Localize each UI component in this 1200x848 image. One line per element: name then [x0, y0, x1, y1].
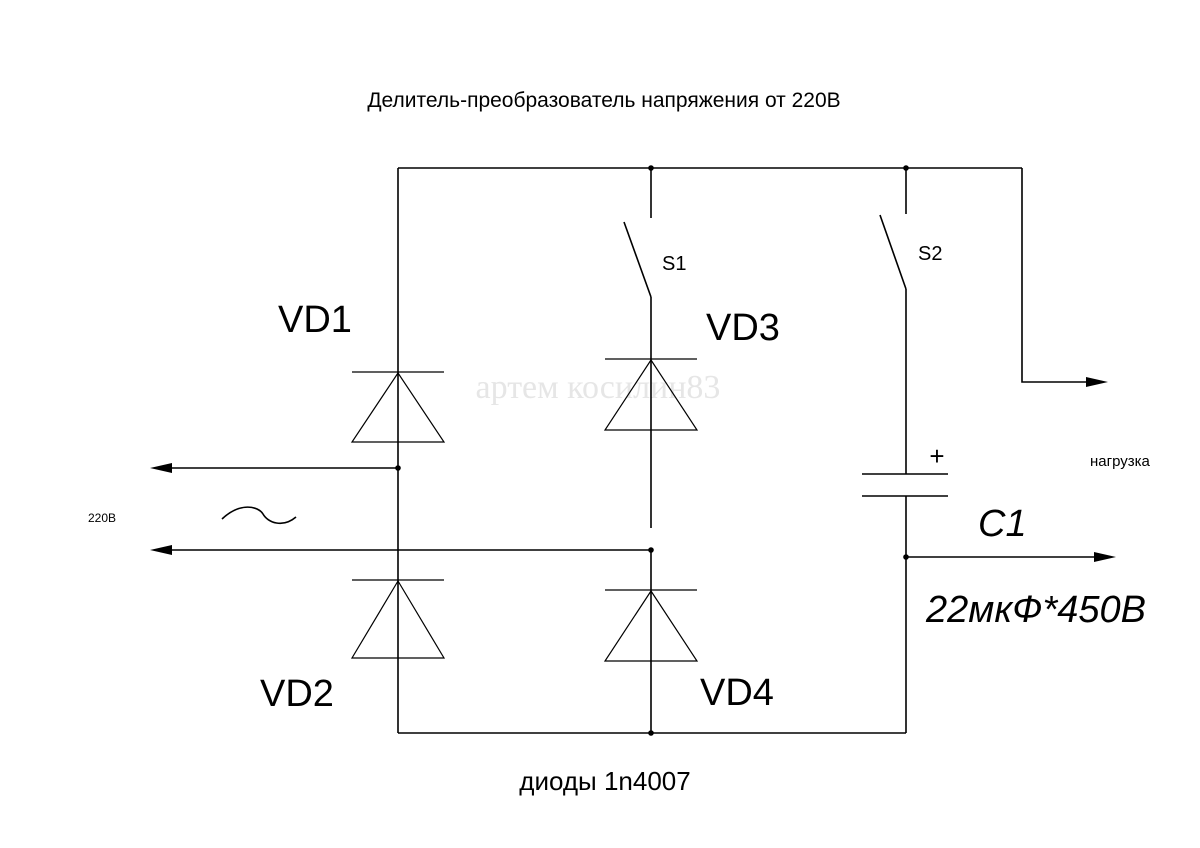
diode-triangle	[350, 579, 446, 659]
watermark-text: артем косилин83	[476, 369, 721, 406]
minus-output-arrow-icon	[1094, 552, 1116, 562]
label-s1: S1	[662, 253, 686, 275]
diode-triangle	[603, 589, 699, 662]
label-capacitor-value: 22мкФ*450В	[925, 589, 1146, 631]
diodes-note: диоды 1n4007	[519, 766, 690, 796]
capacitor-plus-sign: +	[929, 441, 944, 471]
wires	[165, 167, 1095, 734]
switch-blade	[879, 214, 907, 290]
switch-s2	[879, 214, 907, 290]
diode-vd3	[603, 358, 699, 431]
diode-vd4	[603, 589, 699, 662]
switch-blade	[623, 221, 652, 298]
junction-dot	[395, 465, 401, 471]
label-vd2: VD2	[260, 673, 334, 715]
label-vd4: VD4	[700, 672, 774, 714]
junction-dot	[903, 554, 909, 560]
diode-vd2	[350, 579, 446, 659]
label-load: нагрузка	[1090, 453, 1151, 470]
diode-vd1	[350, 371, 446, 443]
capacitor-c1	[862, 473, 948, 497]
load-arrow-icon	[1086, 377, 1108, 387]
diode-triangle	[603, 358, 699, 431]
ac-sine-icon	[221, 506, 297, 525]
label-vd3: VD3	[706, 307, 780, 349]
ac-arrow-1-icon	[150, 463, 172, 473]
label-s2: S2	[918, 243, 942, 265]
label-c1: C1	[978, 503, 1027, 545]
arrows	[150, 377, 1116, 562]
diode-triangle	[350, 371, 446, 443]
label-input-voltage: 220В	[88, 511, 116, 525]
load-output-wire	[1021, 168, 1090, 383]
junction-dot	[648, 165, 654, 171]
label-vd1: VD1	[278, 299, 352, 341]
diagram-title: Делитель-преобразователь напряжения от 2…	[367, 89, 840, 112]
junction-dot	[648, 730, 654, 736]
junction-dot	[903, 165, 909, 171]
switch-s1	[623, 221, 652, 298]
ac-arrow-2-icon	[150, 545, 172, 555]
junction-dot	[648, 547, 654, 553]
junctions	[395, 165, 909, 736]
